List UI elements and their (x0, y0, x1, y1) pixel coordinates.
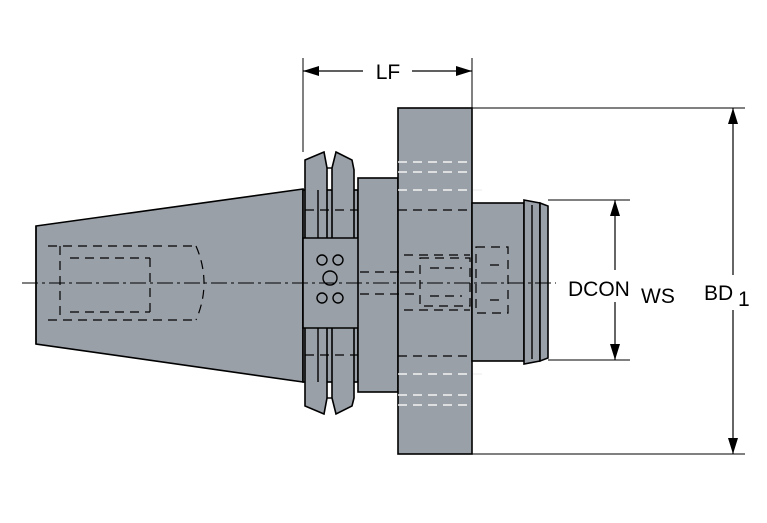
body-disc (397, 107, 484, 455)
dimension-bd1: BD 1 (472, 107, 750, 455)
neck (357, 177, 399, 393)
dimension-label-bd: BD (704, 282, 733, 305)
dimension-lf: LF (302, 58, 473, 152)
flange-collar (302, 150, 371, 416)
taper-shank (35, 188, 304, 383)
dimension-dcon: DCON WS (548, 199, 675, 361)
front-spigot (360, 199, 549, 365)
dimension-subscript-dcon: WS (641, 285, 675, 308)
dimension-subscript-bd: 1 (738, 288, 750, 311)
dimension-label-dcon: DCON (568, 278, 630, 301)
dimension-label-lf: LF (376, 61, 401, 84)
